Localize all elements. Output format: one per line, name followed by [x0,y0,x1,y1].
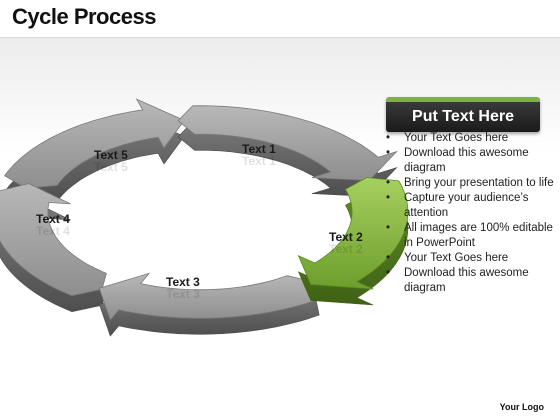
bullet-item: Capture your audience’s attention [378,191,556,221]
cycle-arrow-3 [98,272,320,321]
bullet-list: Your Text Goes here Download this awesom… [378,131,556,296]
cycle-label-reflection: Text 3 [166,287,200,301]
cycle-arrow-1 [177,105,399,181]
cycle-label-1: Text 1 [242,142,276,156]
cycle-label-2: Text 2 [329,230,363,244]
panel-heading: Put Text Here [386,97,540,132]
cycle-label-4: Text 4 [36,212,70,226]
bullet-item: Your Text Goes here [378,251,556,266]
cycle-label-3: Text 3 [166,275,200,289]
panel-heading-text: Put Text Here [412,108,514,125]
bullet-item: All images are 100% editable in PowerPoi… [378,221,556,251]
bullet-item: Your Text Goes here [378,131,556,146]
cycle-label-reflection: Text 1 [242,154,276,168]
cycle-arrow-4 [0,183,107,297]
cycle-label-reflection: Text 5 [94,160,128,174]
cycle-label-5: Text 5 [94,148,128,162]
footer-logo-text: Your Logo [499,402,544,412]
bullet-item: Download this awesome diagram [378,266,556,296]
header-divider [0,37,560,38]
cycle-label-reflection: Text 2 [329,242,363,256]
bullet-item: Bring your presentation to life [378,176,556,191]
bullet-item: Download this awesome diagram [378,146,556,176]
cycle-arrow-5 [4,98,185,189]
slide-title: Cycle Process [12,4,156,29]
cycle-label-reflection: Text 4 [36,224,70,238]
